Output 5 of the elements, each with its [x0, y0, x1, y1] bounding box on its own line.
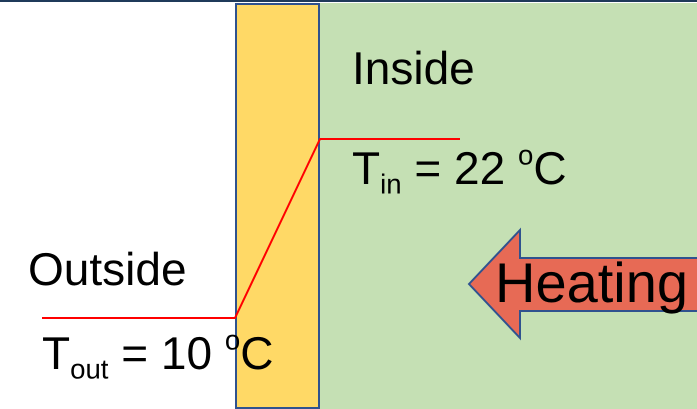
- heating-arrow: [467, 227, 697, 341]
- temperature-label: T$_{in}$ = 22 $^{o}$C: [352, 145, 567, 191]
- region-label: Outside: [28, 246, 187, 292]
- inside-region: [320, 3, 697, 409]
- region-label: Inside: [352, 45, 475, 91]
